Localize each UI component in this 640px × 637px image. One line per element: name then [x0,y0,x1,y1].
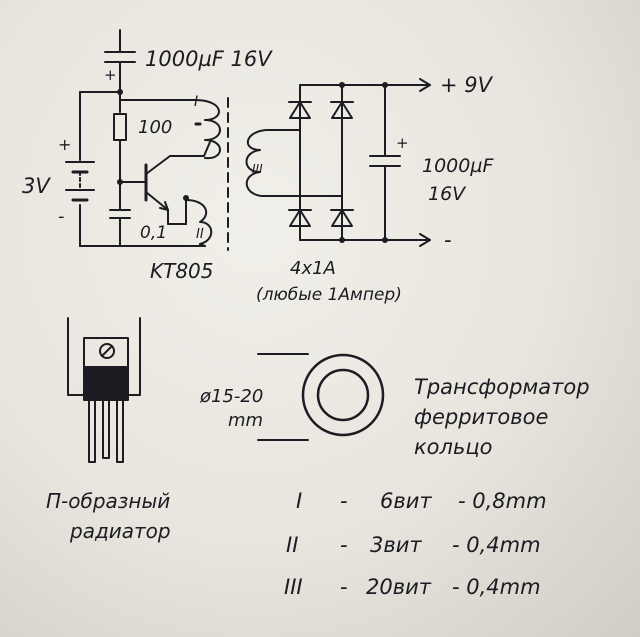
diode-bottom-right [330,209,354,227]
winding-dash: - [340,533,348,557]
diode-top-left [288,101,312,119]
radiator-label-2: радиатор [69,519,171,543]
diode-top-right [330,101,354,119]
cap-out-label-1: 1000µF [422,155,494,177]
winding-num: I [296,489,302,513]
diode-bottom-left [288,209,312,227]
winding-turns: 6вит [380,489,432,513]
winding-wire: - 0,8mm [458,489,547,513]
radiator-drawing [67,317,141,463]
supply-wiring [79,91,206,247]
winding-row: I - 6вит - 0,8mm [296,489,547,513]
winding-3-label: III [252,162,263,176]
winding-dash: - [340,489,348,513]
ferrite-ring-drawing [257,353,385,441]
winding-1-coil [119,99,221,160]
radiator-label-1: П-образный [46,489,170,513]
output-arrows [384,78,431,247]
cap-out-label-2: 16V [428,183,467,205]
transistor-kt805 [119,141,211,225]
winding-3-coil [245,129,301,197]
winding-turns: 3вит [370,533,422,557]
ring-title-2: ферритовое [414,405,548,429]
battery-label: 3V [22,174,51,198]
battery-plus: + [58,135,71,154]
top-cap-label: 1000µF 16V [145,47,273,71]
winding-1-label: I [194,94,198,110]
winding-num: III [284,575,303,599]
battery-3v [65,161,95,202]
winding-num: II [286,533,298,557]
out-minus-label: - [444,228,452,252]
ring-size: ø15-20 [199,386,263,407]
ring-title-3: кольцо [414,435,492,459]
winding-wire: - 0,4mm [452,533,541,557]
top-cap-plus: + [104,66,117,84]
top-capacitor [104,29,136,93]
cap-out-plus: + [396,134,409,152]
winding-turns: 20вит [366,575,432,599]
resistor-100 [113,113,127,183]
out-plus-label: + 9V [440,73,494,97]
transistor-label: KT805 [150,259,214,283]
battery-minus: - [58,206,65,227]
winding-row: III - 20вит - 0,4mm [284,575,541,599]
output-capacitor [369,84,401,241]
resistor-label: 100 [138,117,172,138]
diodes-note: (любые 1Ампер) [256,285,402,305]
winding-2-label: II [196,227,204,242]
ring-title-1: Трансформатор [414,375,590,399]
winding-dash: - [340,575,348,599]
winding-row: II - 3вит - 0,4mm [286,533,541,557]
capacitor-0-1 [109,181,131,247]
cap-small-label: 0,1 [140,223,167,243]
ring-unit: mm [228,410,263,431]
winding-wire: - 0,4mm [452,575,541,599]
diodes-label: 4x1A [290,258,336,279]
